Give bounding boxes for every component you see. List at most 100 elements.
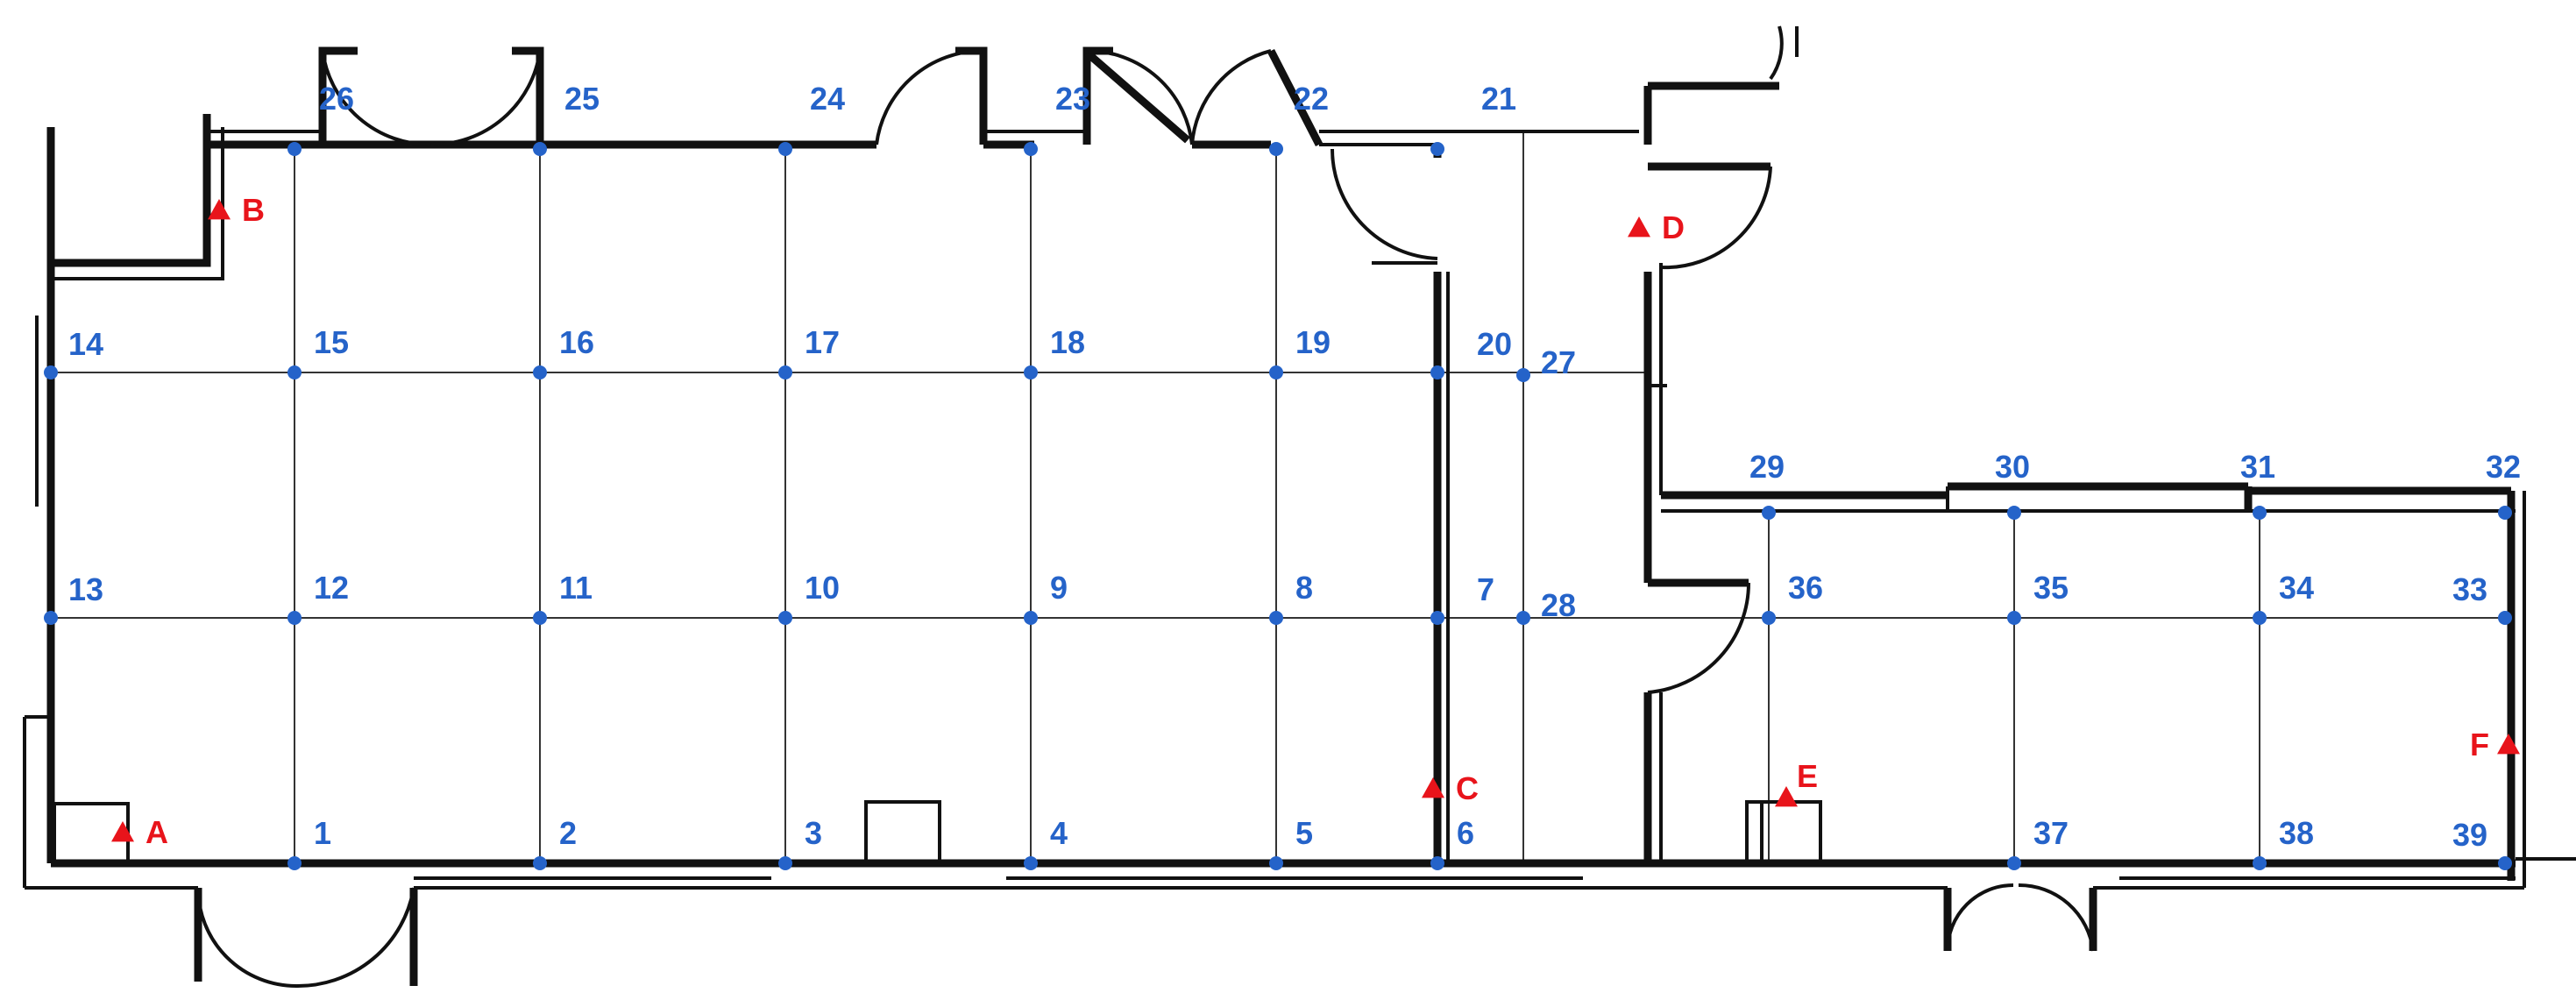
grid-point-25-dot[interactable] (533, 142, 547, 156)
access-point-A-label: A (145, 814, 168, 850)
door-top-4-leaf (1267, 48, 1323, 147)
grid-point-18-dot[interactable] (1024, 365, 1038, 379)
door-top-1-arc-r (430, 50, 542, 147)
access-point-B-marker[interactable] (208, 199, 231, 220)
grid-point-30-dot[interactable] (2007, 506, 2021, 520)
door-top-1-arc-l (321, 50, 432, 147)
access-point-E-marker[interactable] (1775, 786, 1798, 807)
access-point-C-label: C (1456, 770, 1479, 806)
grid-point-34-dot[interactable] (2253, 611, 2267, 625)
grid-point-22-dot[interactable] (1269, 142, 1283, 156)
grid-point-25-label: 25 (564, 81, 600, 117)
access-point-C-marker[interactable] (1422, 777, 1444, 798)
grid-point-29-label: 29 (1749, 449, 1785, 485)
grid-points (44, 142, 2512, 870)
grid-point-4-label: 4 (1050, 815, 1068, 851)
grid-point-10-dot[interactable] (778, 611, 792, 625)
grid-point-32-label: 32 (2486, 449, 2521, 485)
grid-point-28-label: 28 (1541, 587, 1576, 623)
grid-point-37-label: 37 (2033, 815, 2069, 851)
grid-point-17-label: 17 (805, 324, 840, 360)
grid-point-8-label: 8 (1295, 570, 1313, 606)
grid-point-6-dot[interactable] (1430, 856, 1444, 870)
grid-point-33-label: 33 (2452, 571, 2487, 607)
grid-point-31-label: 31 (2240, 449, 2275, 485)
access-point-F-marker[interactable] (2497, 734, 2520, 755)
access-points: A B C D E F (111, 192, 2520, 850)
grid-point-1-dot[interactable] (287, 856, 302, 870)
door-top-4-arc (1190, 49, 1272, 145)
grid-point-15-dot[interactable] (287, 365, 302, 379)
grid-point-32-dot[interactable] (2498, 506, 2512, 520)
grid-point-21-dot[interactable] (1430, 142, 1444, 156)
grid-point-30-label: 30 (1995, 449, 2030, 485)
access-point-B-label: B (242, 192, 265, 228)
door-22-arc (1330, 148, 1438, 260)
grid-point-16-label: 16 (559, 324, 594, 360)
door-top-3-leaf (1084, 49, 1190, 144)
grid-point-15-label: 15 (314, 324, 349, 360)
grid-point-7-label: 7 (1477, 571, 1494, 607)
grid-point-28-dot[interactable] (1516, 611, 1530, 625)
grid-point-19-label: 19 (1295, 324, 1331, 360)
grid-point-34-label: 34 (2279, 570, 2314, 606)
access-point-D-label: D (1662, 209, 1685, 245)
grid-point-8-dot[interactable] (1269, 611, 1283, 625)
grid-point-11-dot[interactable] (533, 611, 547, 625)
grid-point-12-label: 12 (314, 570, 349, 606)
grid-point-26-label: 26 (319, 81, 354, 117)
grid-point-3-dot[interactable] (778, 856, 792, 870)
grid-point-17-dot[interactable] (778, 365, 792, 379)
grid-point-36-label: 36 (1788, 570, 1823, 606)
grid-point-1-label: 1 (314, 815, 331, 851)
grid-point-12-dot[interactable] (287, 611, 302, 625)
grid-point-9-label: 9 (1050, 570, 1068, 606)
grid-point-31-dot[interactable] (2253, 506, 2267, 520)
grid-point-39-label: 39 (2452, 817, 2487, 853)
door-br-arc-l (1946, 883, 2014, 952)
grid-point-35-label: 35 (2033, 570, 2069, 606)
grid-point-36-dot[interactable] (1762, 611, 1776, 625)
walls (23, 82, 2576, 890)
access-point-D-marker[interactable] (1628, 216, 1650, 238)
grid-point-24-label: 24 (810, 81, 845, 117)
grid-point-29-dot[interactable] (1762, 506, 1776, 520)
door-top-3-arc (1086, 48, 1194, 145)
grid-point-23-label: 23 (1055, 81, 1090, 117)
grid-point-4-dot[interactable] (1024, 856, 1038, 870)
grid-point-3-label: 3 (805, 815, 822, 851)
grid-point-7-dot[interactable] (1430, 611, 1444, 625)
grid-point-33-dot[interactable] (2498, 611, 2512, 625)
grid-point-2-label: 2 (559, 815, 577, 851)
grid-point-13-dot[interactable] (44, 611, 58, 625)
grid-point-14-dot[interactable] (44, 365, 58, 379)
access-point-A-marker[interactable] (111, 821, 134, 842)
notch-wall (51, 114, 211, 267)
grid-point-26-dot[interactable] (287, 142, 302, 156)
grid-point-9-dot[interactable] (1024, 611, 1038, 625)
grid-point-27-dot[interactable] (1516, 368, 1530, 382)
grid-point-5-dot[interactable] (1269, 856, 1283, 870)
door-left-leaf-arc (196, 887, 297, 988)
door-top-2-arc (875, 48, 984, 145)
grid-point-20-dot[interactable] (1430, 365, 1444, 379)
grid-point-37-dot[interactable] (2007, 856, 2021, 870)
grid-point-5-label: 5 (1295, 815, 1313, 851)
grid-point-23-dot[interactable] (1024, 142, 1038, 156)
grid-point-13-label: 13 (68, 571, 103, 607)
grid-point-2-dot[interactable] (533, 856, 547, 870)
door-top-2-jamb (955, 46, 988, 145)
door-d-upper-arc (1769, 25, 1784, 81)
grid-point-35-dot[interactable] (2007, 611, 2021, 625)
box-3 (864, 800, 941, 865)
access-point-F-label: F (2470, 727, 2489, 762)
grid-point-19-dot[interactable] (1269, 365, 1283, 379)
grid-point-38-dot[interactable] (2253, 856, 2267, 870)
grid-point-39-dot[interactable] (2498, 856, 2512, 870)
access-point-E-label: E (1797, 758, 1818, 794)
grid-point-21-label: 21 (1481, 81, 1516, 117)
grid-point-16-dot[interactable] (533, 365, 547, 379)
grid-point-38-label: 38 (2279, 815, 2314, 851)
grid-point-22-label: 22 (1294, 81, 1329, 117)
grid-point-24-dot[interactable] (778, 142, 792, 156)
